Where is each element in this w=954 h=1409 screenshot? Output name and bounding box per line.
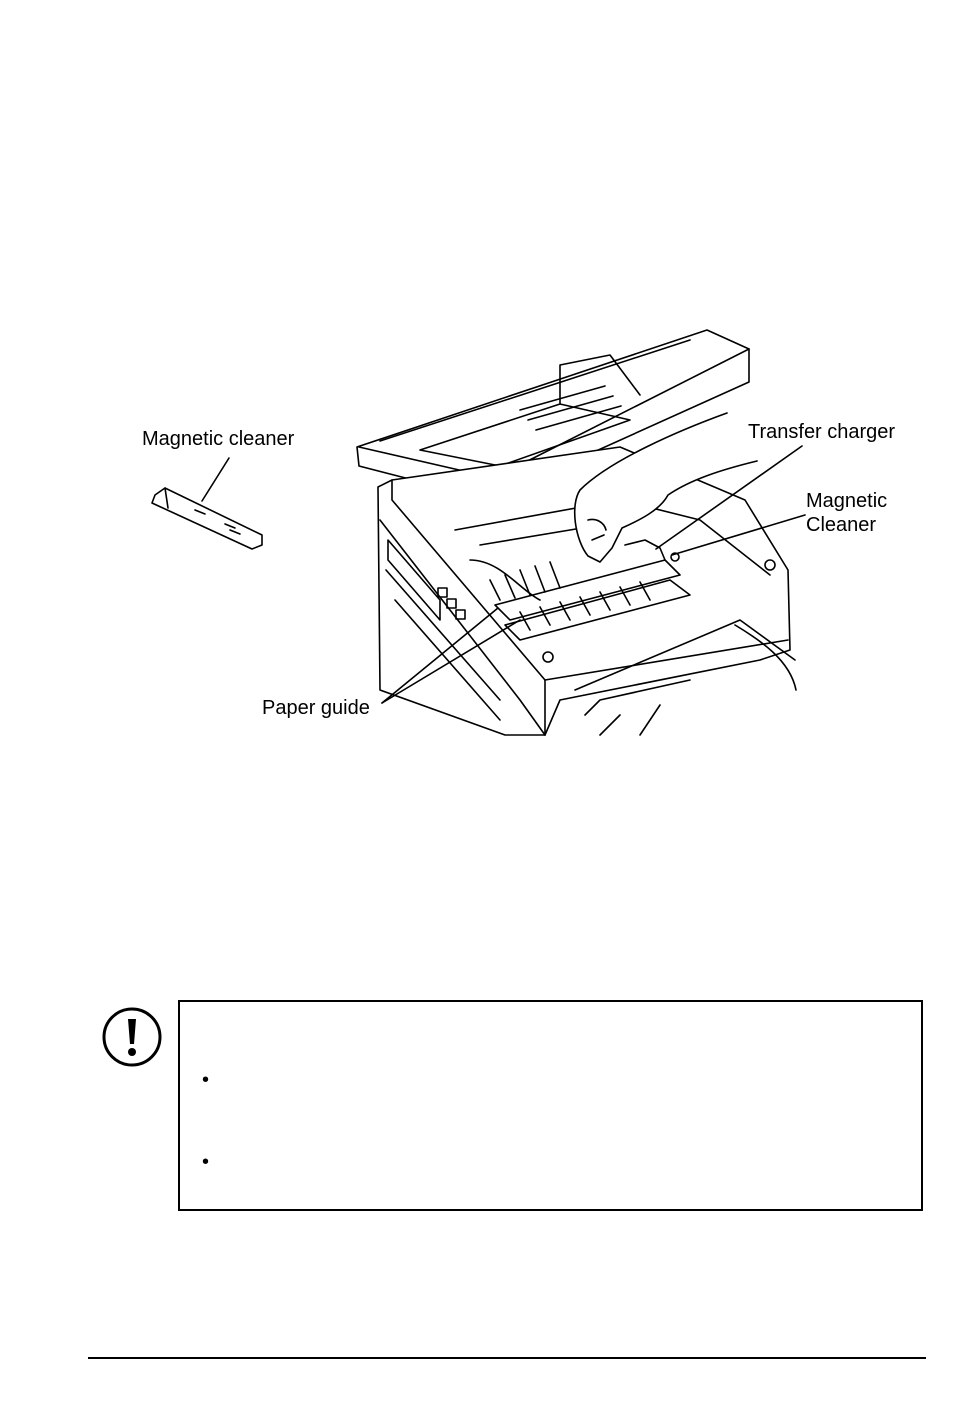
bullet-point: •	[202, 1069, 210, 1091]
leader-line-magnetic-cleaner-2	[671, 514, 806, 556]
label-transfer-charger: Transfer charger	[748, 421, 896, 443]
hand-on-tray	[734, 624, 797, 691]
leader-line-transfer-charger	[655, 445, 803, 550]
footer-rule	[88, 1357, 926, 1359]
bullet-point: •	[202, 1151, 210, 1173]
caution-note-box: • •	[178, 1000, 923, 1211]
printer-lid	[356, 329, 750, 498]
caution-exclamation-icon	[102, 1007, 162, 1067]
label-magnetic: Magnetic	[806, 490, 888, 512]
label-cleaner: Cleaner	[806, 514, 877, 536]
magnetic-cleaner-tool	[151, 487, 263, 550]
leader-line-paper-guide-2	[381, 619, 521, 704]
label-magnetic-cleaner: Magnetic cleaner	[142, 428, 295, 450]
leader-line-magnetic-cleaner	[201, 457, 230, 502]
printer-cleaning-illustration	[151, 329, 806, 736]
label-paper-guide: Paper guide	[262, 697, 370, 719]
printer-body	[377, 446, 796, 736]
hand	[573, 412, 758, 563]
leader-line-paper-guide-1	[381, 607, 499, 704]
